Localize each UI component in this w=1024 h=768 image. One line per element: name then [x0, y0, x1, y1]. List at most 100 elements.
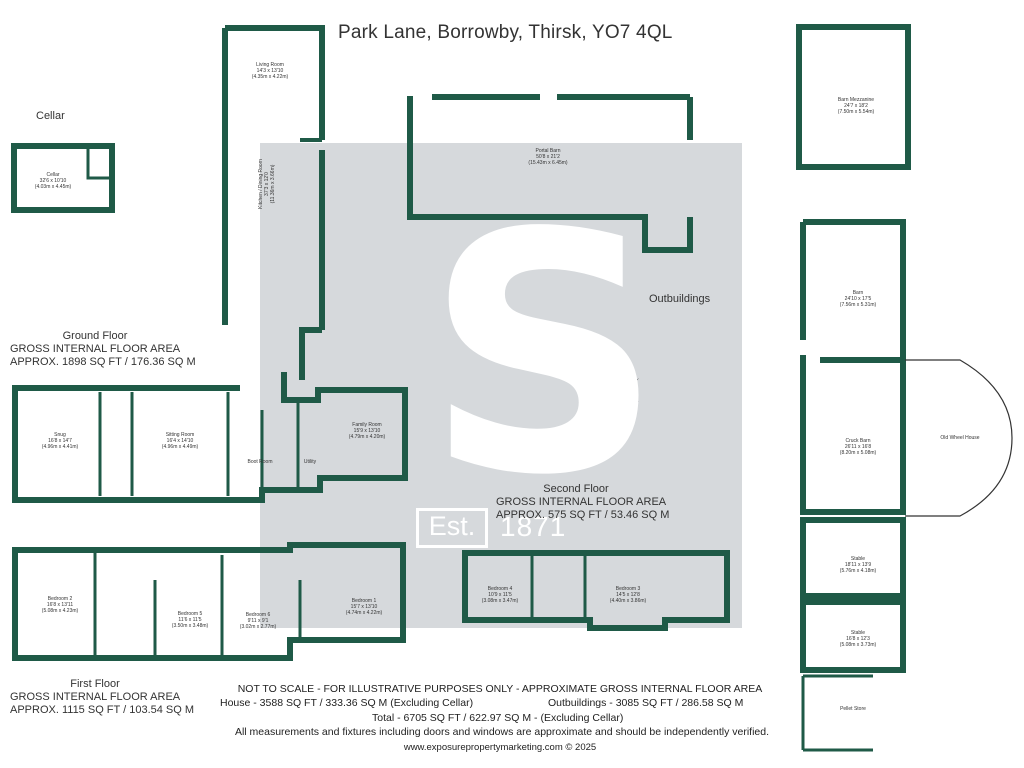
- ground-floor-area-heading: GROSS INTERNAL FLOOR AREA: [10, 343, 181, 355]
- room-name: Cruck Barn: [845, 438, 871, 444]
- footer-disclaimer: All measurements and fixtures including …: [234, 726, 770, 738]
- room-sitting: Sitting Room 16'4 x 14'10 (4.96m x 4.49m…: [150, 432, 210, 450]
- second-floor-area: APPROX. 575 SQ FT / 53.46 SQ M: [496, 509, 670, 521]
- room-name: Portal Barn: [535, 148, 561, 154]
- stable-walls: [800, 517, 906, 673]
- ground-lower-walls: [12, 327, 408, 503]
- room-bedroom-4: Bedroom 4 10'9 x 11'5 (3.08m x 3.47m): [472, 586, 528, 604]
- room-dims: 9'11 x 9'1: [247, 618, 269, 624]
- room-dims: 11'6 x 11'5: [178, 617, 202, 623]
- first-floor-label: First Floor GROSS INTERNAL FLOOR AREA AP…: [10, 678, 195, 717]
- room-name: Bedroom 2: [47, 596, 73, 602]
- footer-scale-note: NOT TO SCALE - FOR ILLUSTRATIVE PURPOSES…: [237, 683, 763, 695]
- room-dims: 50'8 x 21'2: [536, 154, 560, 160]
- room-bedroom-3: Bedroom 3 14'5 x 12'8 (4.40m x 3.86m): [600, 586, 656, 604]
- room-old-wheel-house: Old Wheel House: [930, 435, 990, 441]
- pellet-store-walls: [801, 674, 873, 752]
- room-name: Snug: [54, 432, 66, 438]
- watermark-letter: S: [425, 163, 663, 547]
- room-metric: (7.50m x 5.54m): [837, 109, 875, 115]
- first-floor-area: APPROX. 1115 SQ FT / 103.54 SQ M: [10, 704, 195, 716]
- footer-house-area: House - 3588 SQ FT / 333.36 SQ M (Exclud…: [220, 697, 474, 709]
- portal-barn-walls: [407, 94, 693, 253]
- room-name: Barn Mezzanine: [837, 97, 875, 103]
- second-floor-label: Second Floor GROSS INTERNAL FLOOR AREA A…: [496, 483, 670, 522]
- room-dims: 15'9 x 13'10: [353, 428, 381, 434]
- room-dims: 16'8 x 12'3: [846, 636, 870, 642]
- room-metric: (4.03m x 4.45m): [34, 184, 72, 190]
- outbuildings-label: Outbuildings: [649, 293, 711, 305]
- room-dims: 10'9 x 11'5: [488, 592, 512, 598]
- room-name: Family Room: [352, 422, 382, 428]
- second-floor-title: Second Floor: [543, 483, 609, 495]
- room-dims: 14'3 x 13'10: [256, 68, 284, 74]
- ground-floor-title: Ground Floor: [62, 330, 128, 342]
- room-name: Sitting Room: [165, 432, 195, 438]
- second-floor-area-heading: GROSS INTERNAL FLOOR AREA: [496, 496, 667, 508]
- first-floor-walls: [12, 542, 406, 661]
- room-metric: (8.20m x 5.08m): [839, 450, 877, 456]
- room-dims: 24'7 x 18'2: [844, 103, 868, 109]
- room-metric: (4.74m x 4.22m): [345, 610, 383, 616]
- room-metric: (11.36m x 3.66m): [270, 164, 276, 204]
- room-metric: (3.50m x 3.48m): [171, 623, 209, 629]
- room-bedroom-5: Bedroom 5 11'6 x 11'5 (3.50m x 3.48m): [162, 611, 218, 629]
- watermark-year: 1871: [500, 511, 567, 542]
- room-dims: 24'10 x 17'5: [844, 296, 872, 302]
- room-dims: 16'4 x 14'10: [166, 438, 194, 444]
- page-title: Park Lane, Borrowby, Thirsk, YO7 4QL: [338, 22, 673, 43]
- room-dims: 26'11 x 16'8: [844, 444, 872, 450]
- watermark-est-box: Est.: [416, 508, 488, 548]
- room-metric: (4.40m x 3.86m): [609, 598, 647, 604]
- room-utility: Utility: [296, 459, 324, 465]
- room-name: Pellet Store: [840, 706, 866, 712]
- ground-floor-area: APPROX. 1898 SQ FT / 176.36 SQ M: [10, 356, 196, 368]
- second-floor-walls: [462, 550, 730, 631]
- room-metric: (15.43m x 6.45m): [528, 160, 568, 166]
- living-room-walls: [222, 25, 325, 330]
- room-stable-1: Stable 18'11 x 13'9 (5.76m x 4.18m): [828, 556, 888, 574]
- room-living: Living Room 14'3 x 13'10 (4.35m x 4.22m): [240, 62, 300, 80]
- room-metric: (5.08m x 4.23m): [41, 608, 79, 614]
- room-kitchen: Kitchen / Dining Room 37'3 x 12'0 (11.36…: [258, 149, 276, 219]
- room-metric: (3.08m x 3.47m): [481, 598, 519, 604]
- room-dims: 18'11 x 13'9: [844, 562, 872, 568]
- watermark-est: Est.: [428, 511, 476, 541]
- room-dims: 16'8 x 13'11: [46, 602, 74, 608]
- room-barn: Barn 24'10 x 17'5 (7.56m x 5.31m): [828, 290, 888, 308]
- room-metric: (3.02m x 2.77m): [239, 624, 277, 630]
- room-cruck-barn: Cruck Barn 26'11 x 16'8 (8.20m x 5.08m): [828, 438, 888, 456]
- room-bedroom-1: Bedroom 1 15'7 x 13'10 (4.74m x 4.22m): [336, 598, 392, 616]
- room-metric: (4.96m x 4.49m): [161, 444, 199, 450]
- cellar-walls: [11, 143, 115, 213]
- room-name: Utility: [303, 459, 317, 465]
- room-name: Barn: [852, 290, 864, 296]
- ground-floor-label: Ground Floor GROSS INTERNAL FLOOR AREA A…: [10, 330, 196, 369]
- room-name: Bedroom 4: [487, 586, 513, 592]
- room-dims: 14'5 x 12'8: [616, 592, 640, 598]
- room-name: Bedroom 1: [351, 598, 377, 604]
- room-dims: 32'6 x 10'10: [39, 178, 67, 184]
- barn-mezzanine-walls: [796, 24, 911, 170]
- room-name: Stable: [850, 630, 866, 636]
- footer-credit: www.exposurepropertymarketing.com © 2025: [403, 742, 597, 753]
- footer-total-area: Total - 6705 SQ FT / 622.97 SQ M - (Excl…: [372, 712, 624, 724]
- room-metric: (4.96m x 4.41m): [41, 444, 79, 450]
- room-name: Old Wheel House: [940, 435, 980, 441]
- cellar-stair: [86, 146, 112, 180]
- room-dims: 15'7 x 13'10: [350, 604, 378, 610]
- room-dims: 16'8 x 14'7: [48, 438, 72, 444]
- room-portal-barn: Portal Barn 50'8 x 21'2 (15.43m x 6.45m): [518, 148, 578, 166]
- room-bedroom-6: Bedroom 6 9'11 x 9'1 (3.02m x 2.77m): [230, 612, 286, 630]
- room-cellar: Cellar 32'6 x 10'10 (4.03m x 4.45m): [28, 172, 78, 190]
- footer-outbuildings-area: Outbuildings - 3085 SQ FT / 286.58 SQ M: [548, 697, 744, 709]
- room-pellet-store: Pellet Store: [830, 706, 876, 712]
- room-name: Boot Room: [247, 459, 273, 465]
- room-name: Stable: [850, 556, 866, 562]
- compass-icon: [615, 378, 639, 402]
- room-barn-mezzanine: Barn Mezzanine 24'7 x 18'2 (7.50m x 5.54…: [826, 97, 886, 115]
- room-stable-2: Stable 16'8 x 12'3 (5.08m x 3.73m): [828, 630, 888, 648]
- second-floor-inner: [530, 556, 587, 618]
